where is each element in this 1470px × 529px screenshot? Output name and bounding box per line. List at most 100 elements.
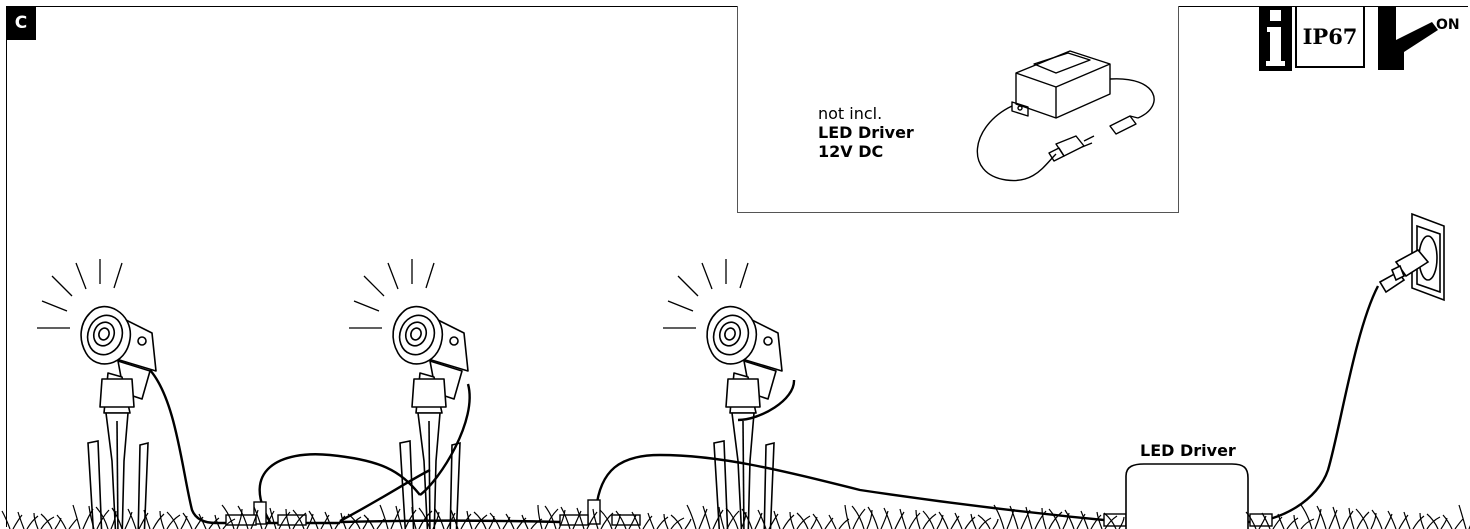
switch-on-label: ON (1436, 17, 1460, 33)
spotlight-3 (662, 258, 783, 529)
grass-tuft (812, 513, 834, 529)
grass-tuft (95, 506, 117, 529)
grass-tuft (489, 512, 511, 529)
grass-tuft (1009, 505, 1031, 529)
grass-tuft (292, 509, 314, 529)
spotlight-2 (348, 258, 469, 529)
grass-tuft (537, 504, 559, 529)
grass-tuft (1419, 512, 1441, 529)
driver-inset-panel: not incl. LED Driver 12V DC (737, 6, 1179, 213)
grass-tuft (1403, 511, 1425, 529)
wall-socket (1411, 212, 1445, 302)
grass-tuft (56, 514, 78, 529)
grass-tuft (741, 508, 763, 529)
not-included-note: not incl. (818, 104, 883, 123)
grass-tuft (1, 510, 23, 529)
grass-tuft (1316, 505, 1338, 529)
grass-tuft (993, 504, 1015, 529)
grass-tuft (1103, 512, 1125, 529)
grass-tuft (647, 512, 669, 529)
grass-tuft (1025, 506, 1047, 529)
grass-tuft (718, 506, 740, 529)
grass-tuft (40, 513, 62, 529)
grass-tuft (1426, 513, 1448, 529)
grass-tuft (1348, 507, 1370, 529)
grass-tuft (789, 511, 811, 529)
grass-tuft (686, 504, 708, 529)
grass-tuft (1064, 509, 1086, 529)
grass-tuft (844, 504, 866, 529)
grass-tuft (599, 509, 621, 529)
grass-tuft (1371, 509, 1393, 529)
grass-tuft (521, 514, 543, 529)
grass-tuft (269, 507, 291, 529)
grass-tuft (166, 511, 188, 529)
grass-tuft (324, 511, 346, 529)
grass-tuft (615, 510, 637, 529)
grass-tuft (899, 508, 921, 529)
grass-tuft (88, 505, 110, 529)
grass-tuft (198, 513, 220, 529)
grass-tuft (411, 506, 433, 529)
grass-tuft (867, 506, 889, 529)
grass-tuft (1048, 508, 1070, 529)
info-icon (1259, 6, 1292, 71)
grass-tuft (434, 508, 456, 529)
grass-tuft (1261, 512, 1283, 529)
grass-tuft (221, 504, 243, 529)
grass-tuft (505, 513, 527, 529)
grass-tuft (285, 508, 307, 529)
grass-tuft (182, 512, 204, 529)
grass-tuft (670, 514, 692, 529)
grass-tuft (1277, 513, 1299, 529)
connection-cables (149, 285, 1380, 525)
grass-tuft (363, 514, 385, 529)
grass-tuft (214, 514, 236, 529)
grass-line (1, 504, 1470, 529)
grass-tuft (796, 512, 818, 529)
grass-tuft (1458, 504, 1470, 529)
switch-on-icon (1378, 6, 1438, 70)
grass-tuft (725, 507, 747, 529)
led-driver-illustration (976, 50, 1155, 182)
grass-tuft (1387, 510, 1409, 529)
grass-tuft (143, 509, 165, 529)
grass-tuft (828, 514, 850, 529)
grass-tuft (1332, 506, 1354, 529)
grass-tuft (17, 511, 39, 529)
grass-tuft (473, 511, 495, 529)
grass-tuft (1080, 510, 1102, 529)
grass-tuft (851, 505, 873, 529)
ip-rating-badge: IP67 (1295, 6, 1365, 68)
grass-tuft (773, 510, 795, 529)
grass-tuft (1442, 514, 1464, 529)
grass-tuft (544, 505, 566, 529)
grass-tuft (1300, 504, 1322, 529)
grass-tuft (560, 506, 582, 529)
grass-tuft (663, 513, 685, 529)
led-driver-label: LED Driver (1140, 441, 1236, 460)
inset-caption: not incl. LED Driver 12V DC (818, 104, 914, 161)
grass-tuft (922, 510, 944, 529)
grass-tuft (757, 509, 779, 529)
grass-tuft (237, 505, 259, 529)
grass-tuft (1096, 511, 1118, 529)
driver-name: LED Driver (818, 123, 914, 142)
grass-tuft (1245, 511, 1267, 529)
grass-tuft (418, 507, 440, 529)
grass-tuft (253, 506, 275, 529)
ip-rating-text: IP67 (1302, 23, 1358, 49)
spotlight-1 (36, 258, 157, 529)
grass-tuft (72, 504, 94, 529)
grass-tuft (592, 508, 614, 529)
grass-tuft (977, 514, 999, 529)
grass-tuft (33, 512, 55, 529)
driver-voltage: 12V DC (818, 142, 884, 161)
grass-tuft (1293, 514, 1315, 529)
grass-tuft (466, 510, 488, 529)
grass-tuft (954, 512, 976, 529)
grass-tuft (631, 511, 653, 529)
grass-tuft (308, 510, 330, 529)
section-letter: C (14, 13, 28, 33)
